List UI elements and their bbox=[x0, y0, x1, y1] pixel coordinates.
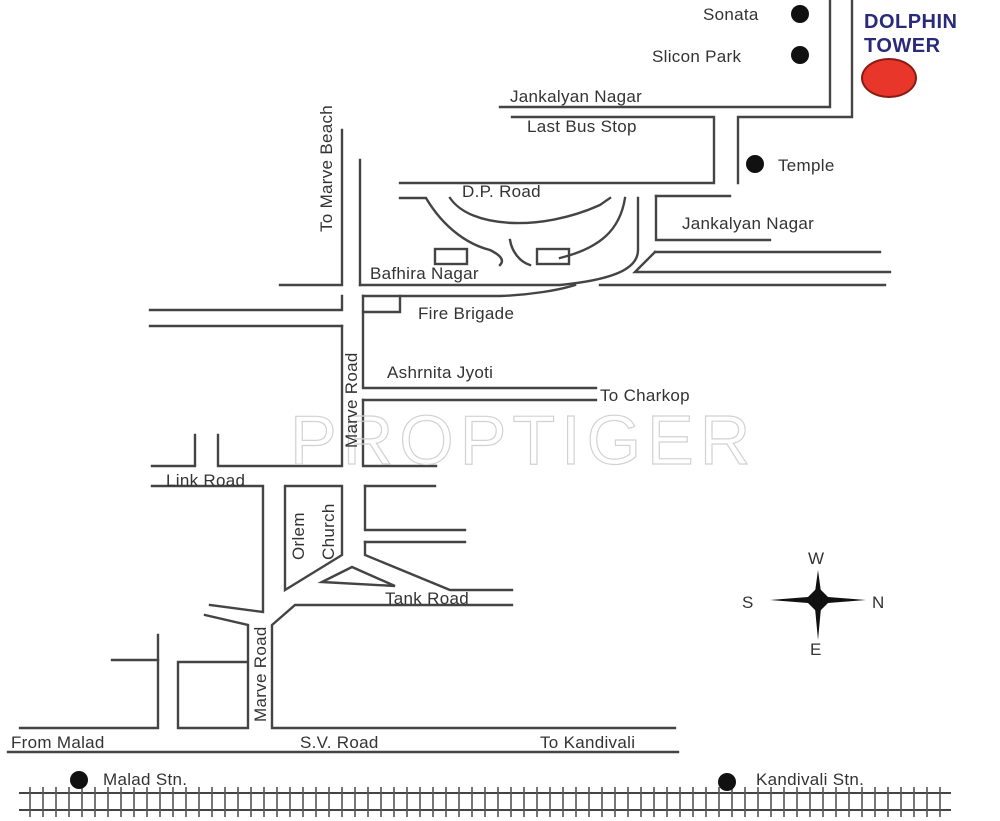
road-label-to-charkop: To Charkop bbox=[600, 386, 690, 405]
road-label-marve-road-upper: Marve Road bbox=[342, 352, 361, 448]
road-label-marve-road-lower: Marve Road bbox=[251, 626, 270, 722]
road-label-orlem: Orlem bbox=[289, 512, 308, 560]
road-label-bafhira-nagar: Bafhira Nagar bbox=[370, 264, 479, 283]
compass-east-label: E bbox=[810, 640, 822, 659]
compass-rose-icon bbox=[770, 570, 866, 640]
road-label-link-road: Link Road bbox=[166, 471, 246, 490]
road-label-last-bus-stop: Last Bus Stop bbox=[527, 117, 637, 136]
landmark-dot-icon bbox=[791, 5, 809, 23]
destination-name-line2: TOWER bbox=[864, 35, 941, 57]
landmark-sonata: Sonata bbox=[703, 5, 759, 24]
road-label-from-malad: From Malad bbox=[11, 733, 105, 752]
road-label-to-kandivali: To Kandivali bbox=[540, 733, 636, 752]
watermark: PROPTIGER bbox=[289, 400, 757, 479]
road-label-sv-road: S.V. Road bbox=[300, 733, 379, 752]
station-kandivali: Kandivali Stn. bbox=[756, 770, 865, 789]
destination-marker-icon[interactable] bbox=[861, 58, 917, 98]
road-label-to-marve-beach: To Marve Beach bbox=[317, 104, 336, 232]
landmark-temple: Temple bbox=[778, 156, 835, 175]
station-dot-icon bbox=[718, 773, 736, 791]
road-label-jankalyan-nagar-top: Jankalyan Nagar bbox=[510, 87, 643, 106]
station-dot-icon bbox=[70, 771, 88, 789]
road-label-dp-road: D.P. Road bbox=[462, 182, 541, 201]
compass-west-label: W bbox=[808, 549, 825, 568]
landmark-dot-icon bbox=[791, 46, 809, 64]
landmark-silicon-park: Slicon Park bbox=[652, 47, 742, 66]
road-label-ashrnita-jyoti: Ashrnita Jyoti bbox=[387, 363, 494, 382]
destination-name-line1: DOLPHIN bbox=[864, 11, 958, 33]
landmark-dot-icon bbox=[746, 155, 764, 173]
station-malad: Malad Stn. bbox=[103, 770, 188, 789]
road-label-church: Church bbox=[319, 503, 338, 560]
road-label-fire-brigade: Fire Brigade bbox=[418, 304, 515, 323]
compass-north-label: N bbox=[872, 593, 885, 612]
road-label-jankalyan-nagar-right: Jankalyan Nagar bbox=[682, 214, 815, 233]
railway-ties bbox=[29, 787, 941, 817]
compass-south-label: S bbox=[742, 593, 754, 612]
road-label-tank-road: Tank Road bbox=[385, 589, 469, 608]
